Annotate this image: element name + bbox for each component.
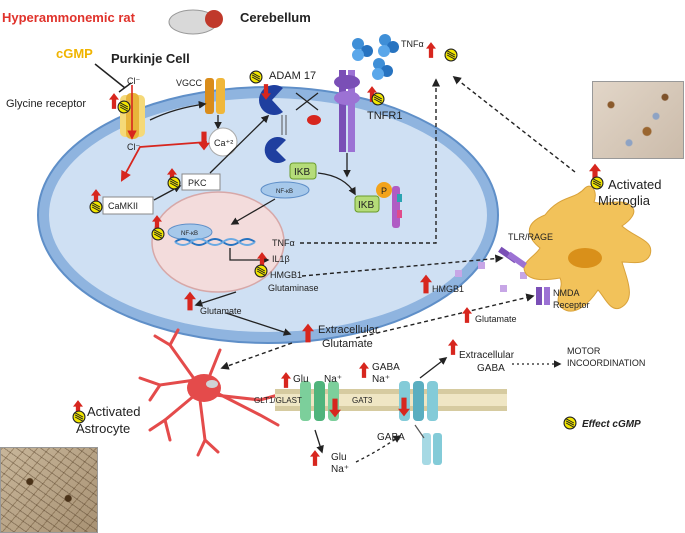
dna-strand-2 bbox=[174, 238, 256, 246]
hmgb1-molecules bbox=[455, 262, 527, 292]
extracellular-gaba-label-2: GABA bbox=[477, 363, 505, 374]
glt1-glast-label: GLT1/GLAST bbox=[254, 396, 302, 405]
astrocyte-micrograph bbox=[0, 447, 98, 533]
tlr-rage-label: TLR/RAGE bbox=[508, 232, 553, 242]
title-hyperammonemic-rat: Hyperammonemic rat bbox=[2, 10, 136, 25]
purkinje-cell-label: Purkinje Cell bbox=[111, 51, 190, 66]
extracellular-glutamate-label-1: Extracellular bbox=[318, 324, 379, 336]
nfkb-complex-2 bbox=[167, 223, 213, 241]
glutaminase-label: Glutaminase bbox=[268, 283, 319, 293]
ikb-box-1 bbox=[289, 162, 317, 180]
nmda-label-2: Receptor bbox=[553, 300, 590, 310]
dna-strand bbox=[174, 238, 256, 246]
ca-ion bbox=[208, 127, 238, 157]
ikb-label-1: IKB bbox=[294, 167, 310, 178]
stop-sign-icon bbox=[307, 115, 321, 125]
pkc-label: PKC bbox=[188, 178, 207, 188]
nfkb-to-nucleus-arrow bbox=[230, 198, 276, 225]
astrocyte-cell bbox=[138, 328, 280, 457]
nmda-label-1: NMDA bbox=[553, 288, 580, 298]
adam17-enzyme-active bbox=[264, 137, 286, 163]
cl-in-label: Cl⁻ bbox=[127, 142, 140, 152]
camkii-box bbox=[102, 196, 154, 215]
tnfr1-receptor bbox=[334, 70, 360, 152]
motor-label: MOTOR bbox=[567, 346, 601, 356]
adam17-label: ADAM 17 bbox=[269, 70, 316, 82]
nfkb-complex-1 bbox=[260, 181, 310, 199]
glu-bottom-label: Glu bbox=[331, 452, 347, 463]
glu-uptake-dashed-arrow bbox=[355, 435, 402, 463]
adam17-activation-arrow bbox=[281, 115, 287, 135]
na-gaba-label: Na⁺ bbox=[372, 374, 390, 385]
glutamate-release-arrow bbox=[225, 312, 292, 336]
na-top-label: Na⁺ bbox=[324, 374, 342, 385]
hmgb1-mid-label: HMGB1 bbox=[432, 284, 464, 294]
camkii-to-vgcc-arrow bbox=[149, 100, 207, 121]
activated-astrocyte-label-1: Activated bbox=[87, 404, 140, 419]
tnfa-nucleus-label: TNFα bbox=[272, 238, 295, 248]
proteasome-icon bbox=[392, 186, 402, 228]
glu-influx-arrow bbox=[314, 429, 324, 454]
astrocyte-soma bbox=[187, 374, 221, 402]
glutamate-mid-label: Glutamate bbox=[475, 314, 517, 324]
glutaminase-arrow bbox=[194, 291, 237, 307]
tnfa-top-label: TNFα bbox=[401, 39, 424, 49]
cgmp-label: cGMP bbox=[56, 46, 93, 61]
tlr-rage-receptor bbox=[498, 246, 527, 269]
glutamate-to-astrocyte-dashed-arrow bbox=[220, 342, 293, 370]
gaba-top-label: GABA bbox=[372, 362, 400, 373]
title-cerebellum: Cerebellum bbox=[240, 10, 311, 25]
vgcc-channel bbox=[205, 78, 225, 114]
gaba-bottom-label: GABA bbox=[377, 432, 405, 443]
nucleus bbox=[151, 191, 285, 293]
nmda-receptor bbox=[536, 287, 550, 305]
microglia-nucleus bbox=[568, 248, 602, 268]
camkii-label: CaMKII bbox=[108, 201, 138, 211]
gat3-to-extracellular-gaba-arrow bbox=[419, 357, 448, 379]
incoordination-label: INCOORDINATION bbox=[567, 358, 645, 368]
tnfa-molecules bbox=[352, 34, 399, 80]
ca-to-camkii-arrow bbox=[120, 141, 208, 182]
vgcc-label: VGCC bbox=[176, 78, 203, 88]
cgmp-inhibit-line bbox=[94, 63, 126, 89]
rat-brain-icon bbox=[168, 9, 223, 35]
activated-microglia-label-2: Microglia bbox=[598, 193, 651, 208]
extracellular-gaba-label-1: Extracellular bbox=[459, 350, 515, 361]
tnfr1-label: TNFR1 bbox=[367, 110, 402, 122]
microglia-micrograph bbox=[592, 81, 684, 159]
gat3-internalization-line bbox=[414, 424, 425, 439]
scissors-icon bbox=[295, 92, 319, 111]
extracellular-glutamate-label-2: Glutamate bbox=[322, 338, 373, 350]
ikb-box-2 bbox=[354, 195, 380, 213]
il1b-label: IL1β bbox=[272, 254, 290, 264]
glycine-receptor-label: Glycine receptor bbox=[6, 98, 86, 110]
nfkb-label-2: NF-κB bbox=[181, 231, 198, 237]
activated-astrocyte-label-2: Astrocyte bbox=[76, 421, 130, 436]
microglia-to-tnfa-dashed-arrow bbox=[452, 75, 576, 173]
glutamate-to-nmda-dashed-arrow bbox=[355, 293, 535, 339]
activated-microglia-label-1: Activated bbox=[608, 177, 661, 192]
astrocyte-end-foot bbox=[206, 380, 218, 388]
gat3-internalized bbox=[422, 433, 442, 465]
pkc-to-adam17-arrow bbox=[209, 114, 270, 174]
pkc-box bbox=[181, 173, 221, 191]
gat3-label: GAT3 bbox=[352, 396, 373, 405]
nfkb-label-1: NF-κB bbox=[276, 189, 293, 195]
transcription-arrow bbox=[229, 248, 270, 264]
hmgb1-nucleus-label: HMGB1 bbox=[270, 270, 302, 280]
phospho-badge bbox=[376, 182, 392, 198]
phospho-label: P bbox=[381, 186, 387, 196]
glutamate-in-label: Glutamate bbox=[200, 306, 242, 316]
ca-label: Ca⁺² bbox=[214, 138, 233, 148]
legend-label: Effect cGMP bbox=[582, 419, 641, 430]
cl-out-label: Cl⁻ bbox=[127, 76, 140, 86]
hmgb1-to-tlr-dashed-arrow bbox=[301, 254, 504, 277]
ikb-phosphorylation-arrow bbox=[317, 172, 356, 196]
ikb-label-2: IKB bbox=[358, 200, 374, 211]
na-bottom-label: Na⁺ bbox=[331, 464, 349, 475]
cgmp-inhibit-bar bbox=[118, 82, 132, 93]
glu-top-label: Glu bbox=[293, 374, 309, 385]
tnfa-release-dashed-arrow bbox=[300, 78, 441, 244]
